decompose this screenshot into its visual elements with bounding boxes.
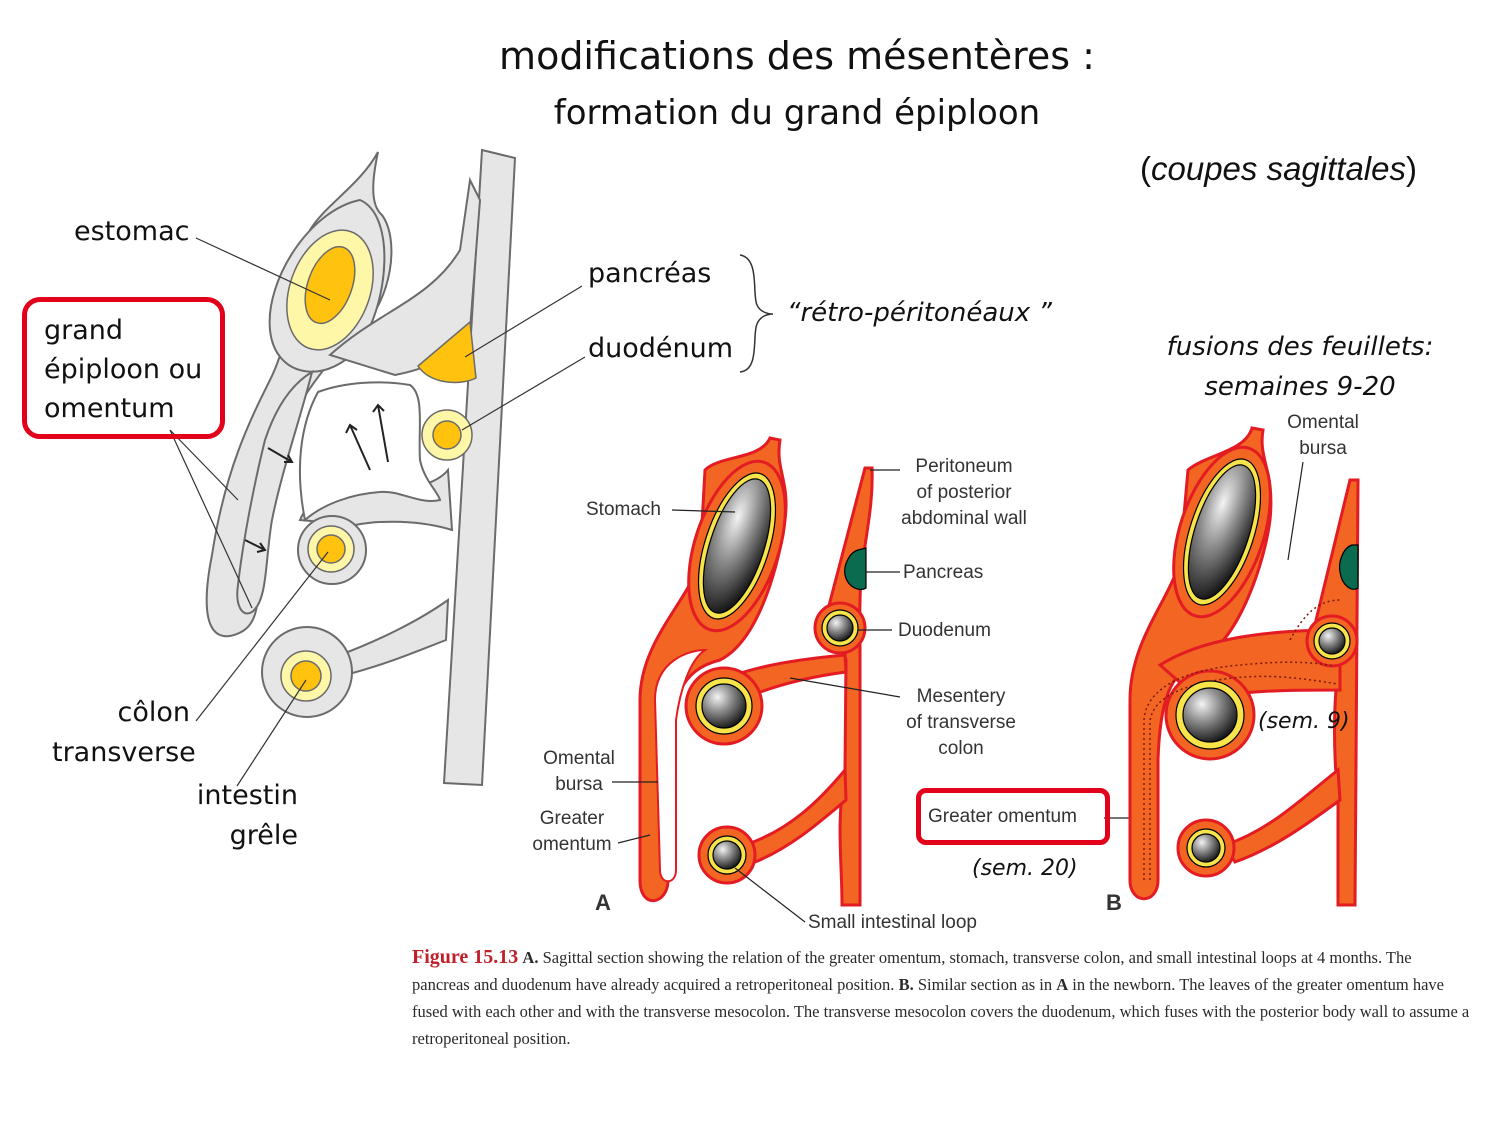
caption-text-b-pre: Similar section as in bbox=[913, 975, 1057, 994]
caption-text-b-ref: A bbox=[1056, 975, 1069, 994]
stomach-yellow bbox=[304, 245, 356, 325]
label-colon-transverse: côlon transverse bbox=[52, 693, 196, 773]
label-omental-bursa-a: Omental bursa bbox=[534, 746, 624, 798]
label-peritoneum: Peritoneum of posterior abdominal wall bbox=[884, 454, 1044, 532]
label-greater-omentum-a-line2: omentum bbox=[532, 834, 612, 855]
caption-part-a: A. bbox=[522, 948, 539, 967]
b-pancreas bbox=[1338, 544, 1359, 590]
a-si-mesentery bbox=[742, 766, 848, 864]
label-duodenum-en: Duodenum bbox=[898, 620, 991, 641]
label-omental-bursa-b: Omental bursa bbox=[1278, 410, 1368, 462]
label-mesentery-transverse-colon: Mesentery of transverse colon bbox=[884, 684, 1038, 762]
label-sem9: (sem. 9) bbox=[1258, 709, 1350, 734]
b-si-mesentery bbox=[1222, 767, 1342, 864]
label-omental-bursa-a-line2: bursa bbox=[555, 774, 603, 795]
a-duodenum-lumen bbox=[826, 614, 854, 642]
b-posterior-wall bbox=[1308, 478, 1360, 907]
page-title: modifications des mésentères : bbox=[499, 34, 1095, 78]
b-duodenum-lumen bbox=[1318, 627, 1346, 655]
label-colon-line2: transverse bbox=[52, 737, 196, 768]
label-stomach: Stomach bbox=[586, 499, 661, 520]
b-colon-lumen bbox=[1182, 687, 1238, 743]
b-stomach-lumen bbox=[1187, 464, 1257, 600]
pancreas-yellow bbox=[417, 320, 477, 384]
highlight-box-greater-omentum bbox=[916, 788, 1110, 845]
caption-part-b: B. bbox=[898, 975, 914, 994]
label-estomac: estomac bbox=[74, 216, 190, 247]
label-mesentery-line1: Mesentery bbox=[916, 686, 1006, 707]
label-retroperitoneaux: “rétro-péritonéaux ” bbox=[787, 298, 1052, 328]
label-omental-bursa-a-line1: Omental bbox=[543, 748, 615, 769]
label-grand-epiploon: grand épiploon ou omentum bbox=[44, 311, 202, 428]
a-stomach-lumen bbox=[702, 478, 772, 614]
small-intestine-yellow bbox=[290, 660, 322, 692]
label-peritoneum-line3: abdominal wall bbox=[901, 508, 1027, 529]
figure-b-leaders bbox=[1287, 461, 1304, 561]
label-greater-omentum-a-line1: Greater bbox=[539, 808, 605, 829]
label-colon-line1: côlon bbox=[117, 697, 191, 728]
a-posterior-wall bbox=[818, 466, 874, 907]
omental-bursa-cavity bbox=[298, 381, 442, 522]
label-pancreas-fr: pancréas bbox=[588, 258, 712, 289]
a-si-lumen bbox=[712, 840, 742, 870]
small-intestine-mesentery bbox=[338, 597, 450, 677]
figure-b-letter: B bbox=[1106, 890, 1122, 915]
highlight-box-grand-epiploon bbox=[22, 297, 225, 439]
label-peritoneum-line1: Peritoneum bbox=[915, 456, 1013, 477]
label-intestin-line1: intestin bbox=[196, 780, 298, 811]
colon-yellow bbox=[316, 534, 346, 564]
label-small-intestinal-loop: Small intestinal loop bbox=[808, 912, 977, 933]
fusion-note-line1: fusions des feuillets: bbox=[1166, 332, 1434, 362]
label-omental-bursa-b-line1: Omental bbox=[1287, 412, 1359, 433]
caption-text-a: Sagittal section showing the relation of… bbox=[412, 948, 1412, 994]
label-intestin-line2: grêle bbox=[229, 820, 298, 851]
left-leaders bbox=[169, 237, 586, 787]
figure-caption: Figure 15.13 A. Sagittal section showing… bbox=[412, 944, 1472, 1052]
label-omental-bursa-b-line2: bursa bbox=[1299, 438, 1347, 459]
figure-a-letter: A bbox=[595, 890, 611, 915]
duodenum-yellow bbox=[432, 420, 462, 450]
view-note: (coupes sagittales) bbox=[1140, 150, 1417, 187]
arrow-3 bbox=[349, 424, 371, 471]
label-grand-epiploon-line1: grand bbox=[44, 315, 124, 346]
b-si-lumen bbox=[1191, 833, 1221, 863]
arrow-2 bbox=[244, 539, 266, 551]
posterior-wall bbox=[442, 148, 517, 787]
arrow-4 bbox=[377, 404, 389, 463]
left-organs bbox=[280, 229, 477, 702]
label-mesentery-line2: of transverse bbox=[906, 712, 1016, 733]
a-colon-lumen bbox=[701, 683, 747, 729]
label-sem20: (sem. 20) bbox=[972, 856, 1078, 881]
label-intestin-grele: intestin grêle bbox=[180, 776, 298, 856]
arrow-1 bbox=[267, 447, 293, 463]
page-subtitle: formation du grand épiploon bbox=[553, 93, 1041, 133]
omentum-inner-fold bbox=[236, 369, 314, 615]
figure-a-organs bbox=[695, 472, 867, 875]
caption-text-b-post: in the newborn. The leaves of the greate… bbox=[412, 975, 1470, 1048]
figure-a-leaders bbox=[612, 469, 1140, 923]
label-pancreas-en: Pancreas bbox=[903, 562, 984, 583]
label-grand-epiploon-line2: épiploon ou bbox=[44, 354, 203, 385]
label-grand-epiploon-line3: omentum bbox=[44, 393, 175, 424]
fusion-note: fusions des feuillets: semaines 9-20 bbox=[1150, 327, 1450, 407]
label-duodenum-fr: duodénum bbox=[588, 333, 734, 364]
label-peritoneum-line2: of posterior bbox=[916, 482, 1012, 503]
label-greater-omentum-a: Greater omentum bbox=[522, 806, 622, 858]
a-pancreas bbox=[844, 547, 867, 591]
label-mesentery-line3: colon bbox=[938, 738, 984, 759]
a-omentum-inner bbox=[653, 648, 709, 883]
label-greater-omentum-b: Greater omentum bbox=[928, 806, 1077, 827]
retro-brace bbox=[739, 254, 774, 373]
figure-b-organs bbox=[1175, 458, 1359, 868]
fusion-note-line2: semaines 9-20 bbox=[1204, 372, 1396, 402]
caption-figure-label: Figure 15.13 bbox=[412, 946, 519, 968]
growth-arrows bbox=[244, 403, 389, 553]
